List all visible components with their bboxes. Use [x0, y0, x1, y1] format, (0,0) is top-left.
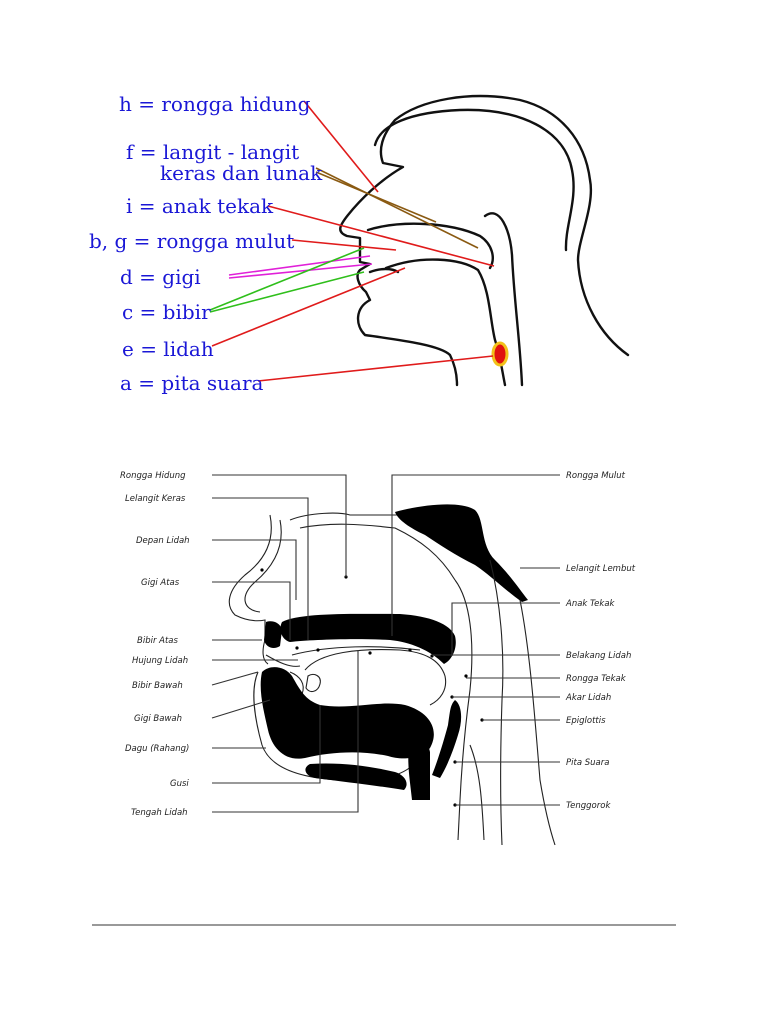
label-epiglottis: Epiglottis — [566, 716, 606, 726]
nose-outline — [228, 514, 272, 665]
leader-d-1 — [228, 255, 371, 276]
leader-e — [211, 267, 406, 347]
nasal-cavity-outline — [373, 108, 575, 252]
epiglottis-shape — [432, 700, 462, 778]
label-anak-tekak-b: Anak Tekak — [565, 599, 616, 609]
label-langit-langit: f = langit - langit — [126, 140, 299, 164]
pharynx-front-wall — [454, 579, 473, 841]
label-gigi: d = gigi — [120, 265, 201, 289]
label-tengah-lidah: Tengah Lidah — [131, 808, 188, 818]
leader-f-2 — [315, 171, 437, 223]
tongue-inner — [291, 646, 421, 656]
label-belakang-lidah: Belakang Lidah — [566, 651, 631, 661]
lower-jaw-shape — [260, 667, 434, 759]
nose-outline-inner — [244, 519, 282, 613]
label-pita-suara-b: Pita Suara — [566, 758, 609, 768]
trachea-outline — [469, 744, 485, 841]
vocal-cord-marker — [491, 341, 509, 367]
leader-c-2 — [209, 271, 365, 313]
hard-palate-shape — [280, 613, 456, 664]
nasopharynx-shape — [395, 504, 528, 602]
leader-i — [267, 205, 495, 267]
leader-d-2 — [228, 263, 373, 279]
leader-f-1 — [315, 167, 479, 249]
tongue-shape — [304, 649, 447, 706]
nasal-cavity-inner — [299, 523, 456, 581]
label-lidah: e = lidah — [122, 337, 214, 361]
label-lelangit-lembut: Lelangit Lembut — [566, 564, 636, 574]
jaw-line — [368, 267, 400, 274]
right-leader-lines — [391, 474, 560, 806]
leader-bg — [291, 239, 397, 251]
label-anak-tekak: i = anak tekak — [126, 194, 274, 218]
label-gusi: Gusi — [170, 779, 189, 789]
bottom-section-diagram: Rongga Hidung Lelangit Keras Depan Lidah… — [120, 471, 636, 846]
label-bibir-atas: Bibir Atas — [137, 636, 179, 646]
label-gigi-atas: Gigi Atas — [141, 578, 180, 588]
label-bibir-bawah: Bibir Bawah — [132, 681, 183, 691]
top-head-diagram: h = rongga hidung f = langit - langit ke… — [89, 92, 630, 395]
label-pita-suara: a = pita suara — [120, 371, 264, 395]
palate-line — [366, 222, 494, 270]
label-gigi-bawah: Gigi Bawah — [134, 714, 182, 724]
pharynx-wall — [483, 212, 524, 387]
label-dagu-rahang: Dagu (Rahang) — [125, 744, 189, 754]
label-akar-lidah: Akar Lidah — [565, 693, 611, 703]
left-leader-lines — [211, 474, 359, 813]
label-depan-lidah: Depan Lidah — [136, 536, 190, 546]
head-outline — [339, 94, 630, 387]
upper-lip-shape — [265, 654, 301, 667]
leader-c-1 — [209, 247, 365, 311]
pharynx-back-wall — [489, 559, 504, 846]
label-keras-dan-lunak: keras dan lunak — [160, 161, 323, 185]
upper-tooth-shape — [264, 621, 282, 648]
label-tenggorok: Tenggorok — [566, 801, 611, 811]
neck-back-outline — [519, 599, 556, 846]
label-rongga-hidung-b: Rongga Hidung — [120, 471, 186, 481]
jaw-bone-shape — [305, 763, 407, 790]
leader-a — [257, 355, 494, 382]
label-rongga-mulut: b, g = rongga mulut — [89, 229, 294, 253]
label-rongga-mulut-b: Rongga Mulut — [566, 471, 626, 481]
label-lelangit-keras: Lelangit Keras — [125, 494, 186, 504]
label-rongga-tekak: Rongga Tekak — [566, 674, 627, 684]
nasal-cavity-roof — [289, 512, 400, 521]
larynx-shape — [408, 738, 430, 800]
label-rongga-hidung: h = rongga hidung — [119, 92, 311, 116]
leader-h — [303, 100, 379, 193]
label-hujung-lidah: Hujung Lidah — [132, 656, 188, 666]
label-bibir: c = bibir — [122, 300, 211, 324]
lower-tooth-shape — [305, 673, 321, 693]
